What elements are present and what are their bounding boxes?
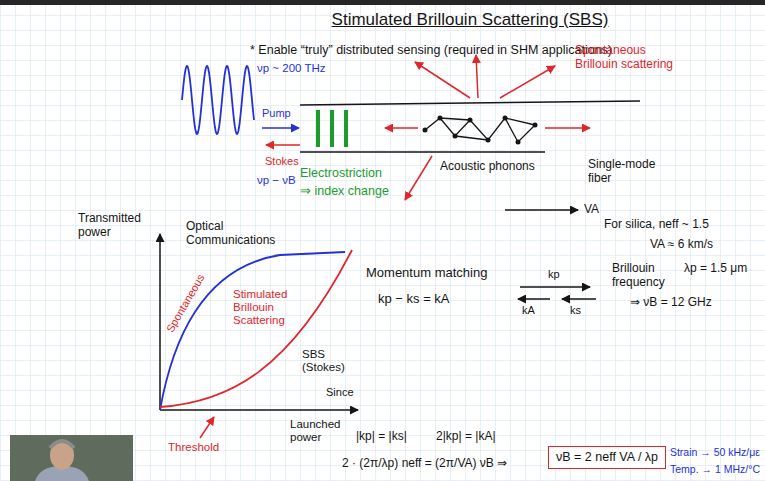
scatter-arrow bbox=[545, 127, 590, 129]
curve-label: SBS (Stokes) bbox=[302, 348, 357, 374]
equation: kp − ks = kA bbox=[378, 292, 450, 307]
axis-label: Launched power bbox=[290, 418, 350, 444]
vector-arrow bbox=[520, 286, 590, 288]
scattering-arrows bbox=[385, 55, 590, 200]
top-bar bbox=[0, 0, 765, 5]
scatter-arrow bbox=[405, 156, 432, 200]
threshold-label: Threshold bbox=[168, 441, 219, 454]
parameter-label: Brillouin frequency bbox=[612, 262, 674, 290]
effect-label: ⇒ index change bbox=[300, 184, 389, 198]
presenter-face bbox=[50, 440, 74, 470]
threshold-arrow bbox=[200, 417, 214, 438]
parameter: For silica, neff ~ 1.5 bbox=[604, 218, 709, 232]
callout-label: Spontaneous Brillouin scattering bbox=[575, 44, 675, 72]
pump-arrow bbox=[262, 127, 299, 129]
part-label: Single-mode fiber bbox=[588, 158, 658, 186]
atom bbox=[453, 134, 458, 139]
scatter-arrow bbox=[476, 55, 478, 98]
heading: Momentum matching bbox=[366, 266, 487, 281]
effect-label: Electrostriction bbox=[300, 166, 382, 180]
frequency-label: νp − νB bbox=[257, 174, 296, 187]
atom bbox=[533, 123, 538, 128]
equation: |kp| = |ks| bbox=[356, 430, 407, 444]
atom bbox=[468, 118, 473, 123]
molecule-bonds bbox=[425, 118, 535, 142]
velocity-label: VA bbox=[584, 203, 599, 217]
signal-label: Pump bbox=[262, 107, 291, 120]
x-axis bbox=[160, 409, 358, 411]
y-axis bbox=[159, 234, 161, 410]
vector-label: kA bbox=[522, 304, 535, 317]
part-label: Acoustic phonons bbox=[440, 160, 535, 174]
video-frame bbox=[10, 435, 133, 481]
sensitivity: Temp. → 1 MHz/°C bbox=[670, 463, 760, 475]
signal-label: Stokes bbox=[265, 155, 299, 168]
acoustic-phonon-sketch bbox=[423, 116, 538, 145]
velocity-arrow bbox=[505, 209, 578, 211]
atom bbox=[438, 116, 443, 121]
index-grating bbox=[318, 110, 346, 147]
atom bbox=[516, 140, 521, 145]
parameter: λp = 1.5 μm bbox=[684, 262, 747, 276]
result: ⇒ νB = 12 GHz bbox=[630, 296, 712, 310]
atom bbox=[486, 138, 491, 143]
vector-arrow bbox=[518, 298, 550, 300]
grating-bar bbox=[318, 110, 346, 147]
spontaneous-curve bbox=[160, 252, 345, 410]
scatter-arrow bbox=[500, 66, 555, 98]
sbs-curve bbox=[160, 250, 352, 407]
presenter-hair bbox=[50, 441, 74, 448]
presenter-video bbox=[10, 435, 133, 481]
fiber-wall bbox=[300, 151, 545, 153]
vector-arrow bbox=[562, 298, 596, 300]
frequency-label: νp ~ 200 THz bbox=[257, 62, 326, 75]
atom bbox=[503, 116, 508, 121]
equation: 2|kp| = |kA| bbox=[436, 430, 496, 444]
vector-label: kp bbox=[548, 268, 560, 281]
equation: 2 · (2π/λp) neff = (2π/VA) νB ⇒ bbox=[342, 457, 507, 471]
stokes-arrow bbox=[266, 144, 300, 146]
axis-label: Transmitted power bbox=[78, 212, 140, 240]
sensitivity: Strain → 50 kHz/με bbox=[670, 446, 760, 458]
fiber-wall bbox=[300, 101, 640, 105]
note: Since bbox=[326, 386, 354, 399]
atom bbox=[423, 128, 428, 133]
equation-box: νB = 2 neff VA / λp bbox=[548, 446, 666, 469]
vector-label: ks bbox=[570, 304, 581, 317]
scatter-arrow bbox=[385, 127, 418, 129]
parameter: VA ≈ 6 km/s bbox=[650, 238, 713, 252]
note: * Enable “truly” distributed sensing (re… bbox=[250, 43, 612, 57]
scatter-arrow bbox=[415, 62, 470, 98]
graph-title: Optical Communications bbox=[186, 220, 286, 248]
pump-wave bbox=[182, 66, 254, 134]
slide-title: Stimulated Brillouin Scattering (SBS) bbox=[332, 10, 609, 30]
curve-label: Stimulated Brillouin Scattering bbox=[233, 288, 303, 328]
formula-text: νB = 2 neff VA / λp bbox=[556, 450, 658, 465]
